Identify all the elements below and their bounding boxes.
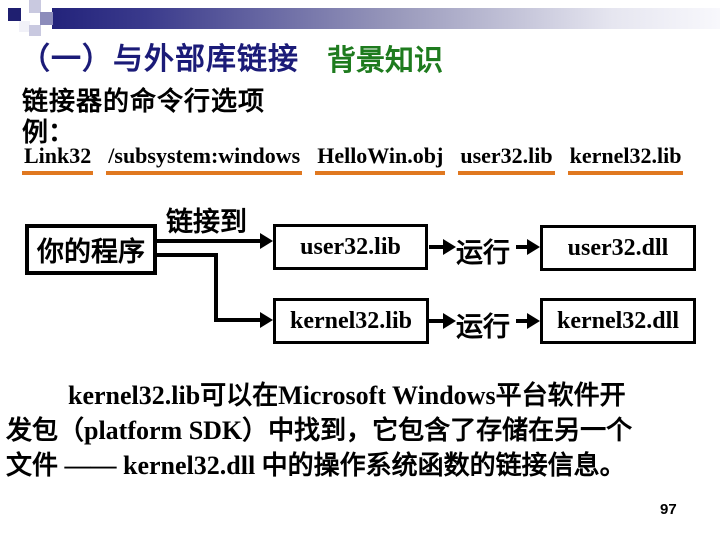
arrowhead-run-to-user32dll	[527, 239, 540, 255]
connector-line-to-kernel32lib	[214, 318, 262, 322]
arrow-line-run-to-user32dll	[516, 245, 529, 249]
command-word-user32-lib: user32.lib	[458, 143, 555, 175]
command-word-link32: Link32	[22, 143, 94, 175]
diagram-box-kernel32-lib: kernel32.lib	[273, 298, 429, 344]
paragraph-line-2: 发包（platform SDK）中找到，它包含了存储在另一个	[6, 416, 633, 445]
arrow-line-run-to-kernel32dll	[516, 319, 529, 323]
diagram-label-links-to: 链接到	[166, 207, 247, 237]
arrow-line-program-to-user32lib	[156, 239, 262, 243]
diagram-box-kernel32-dll: kernel32.dll	[540, 298, 696, 344]
command-word-hellowin-obj: HelloWin.obj	[315, 143, 446, 175]
connector-line-program-out	[156, 253, 218, 257]
arrowhead-run-to-kernel32dll	[527, 313, 540, 329]
example-label: 例：	[22, 117, 75, 147]
arrow-line-user32lib-to-run	[429, 245, 446, 249]
diagram-box-your-program: 你的程序	[25, 224, 157, 275]
header-gradient-bar	[52, 8, 720, 29]
connector-line-vertical	[214, 253, 218, 322]
deco-square-navy	[8, 8, 21, 21]
paragraph-line-3: 文件 —— kernel32.dll 中的操作系统函数的链接信息。	[6, 451, 626, 480]
deco-square-lavender-top	[29, 0, 41, 13]
deco-square-slate	[40, 12, 53, 25]
diagram-label-run-top: 运行	[456, 238, 510, 268]
page-number: 97	[660, 501, 677, 518]
slide-title: （一）与外部库链接	[20, 43, 299, 76]
arrowhead-program-to-user32lib	[260, 233, 273, 249]
arrow-line-kernel32lib-to-run	[429, 319, 446, 323]
deco-square-lavender-bottom	[29, 25, 41, 36]
diagram-label-run-bottom: 运行	[456, 312, 510, 342]
section-heading: 链接器的命令行选项	[22, 86, 266, 116]
arrowhead-user32lib-to-run	[443, 239, 456, 255]
command-word-kernel32-lib: kernel32.lib	[567, 143, 684, 175]
arrowhead-kernel32lib-to-run	[443, 313, 456, 329]
command-word-subsystem: /subsystem:windows	[106, 143, 303, 175]
slide-subtitle: 背景知识	[327, 45, 444, 77]
deco-square-white	[19, 21, 30, 32]
paragraph-line-1: kernel32.lib可以在Microsoft Windows平台软件开	[68, 381, 626, 410]
arrowhead-program-to-kernel32lib	[260, 312, 273, 328]
diagram-box-user32-lib: user32.lib	[273, 224, 428, 270]
linker-command-line: Link32 /subsystem:windows HelloWin.obj u…	[22, 143, 684, 175]
diagram-box-user32-dll: user32.dll	[540, 225, 696, 271]
body-paragraph: kernel32.lib可以在Microsoft Windows平台软件开 发包…	[6, 378, 718, 483]
